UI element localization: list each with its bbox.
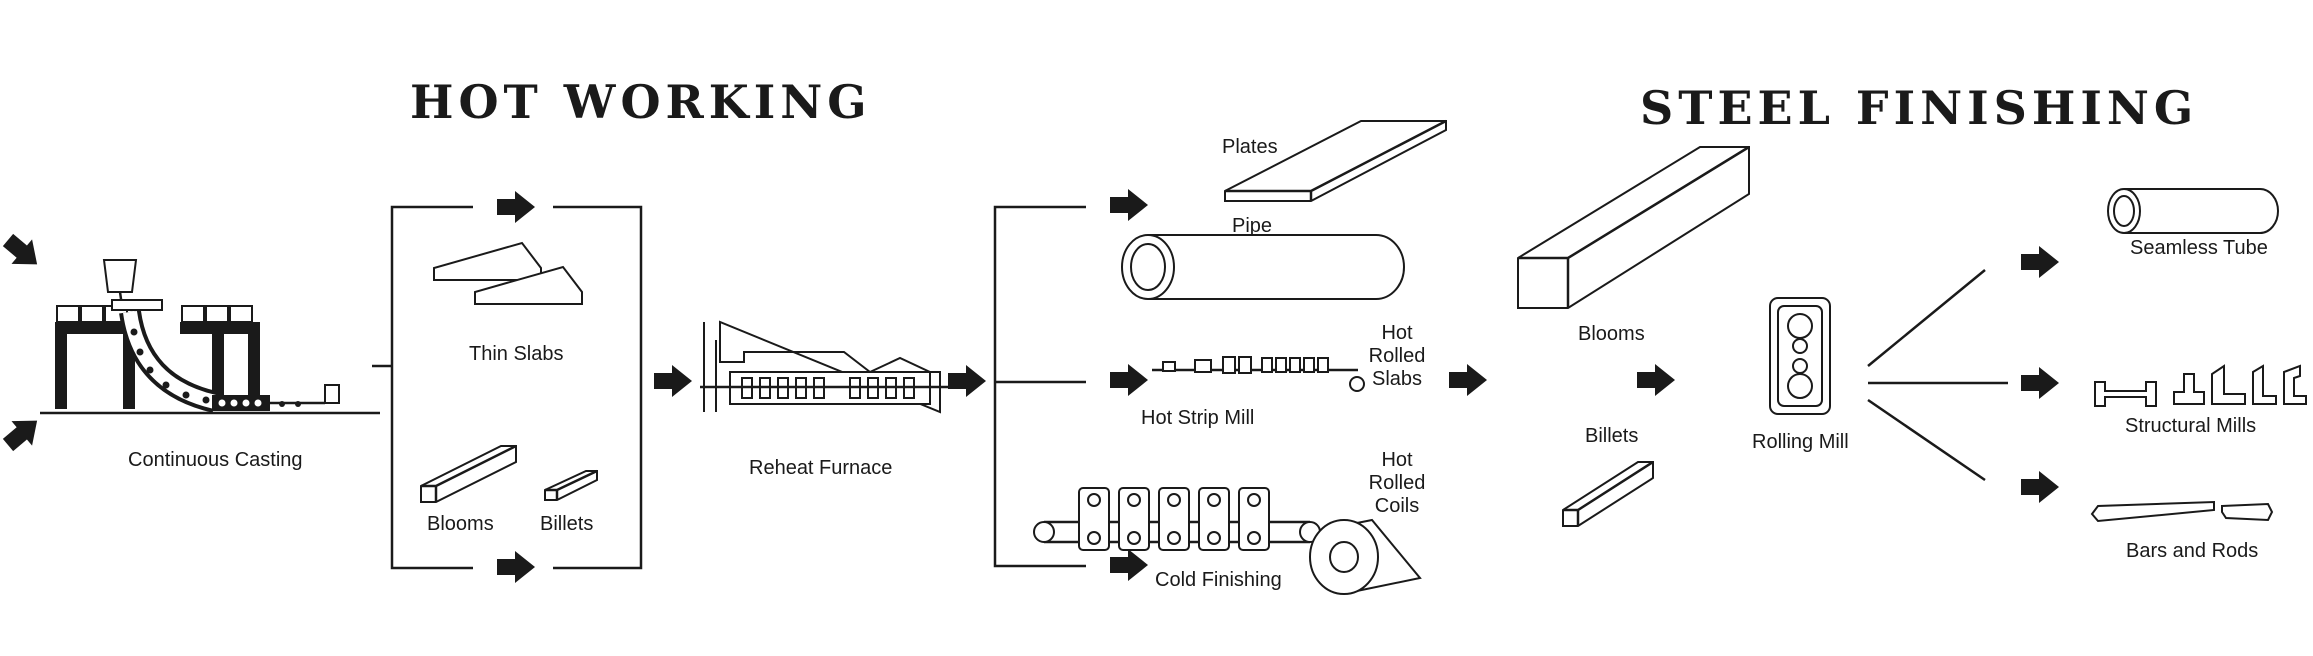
bloom-icon-left — [420, 444, 517, 503]
pipe-icon — [1121, 234, 1405, 300]
arrow-from-reheat-icon — [948, 365, 986, 397]
arrow-bracket-top-icon — [497, 191, 535, 223]
label-blooms-left: Blooms — [427, 513, 494, 535]
label-hot-strip-mill: Hot Strip Mill — [1141, 407, 1254, 429]
steel-coil-icon — [1309, 518, 1422, 595]
label-billets-right: Billets — [1585, 425, 1638, 447]
label-seamless-tube: Seamless Tube — [2130, 237, 2268, 259]
svg-text:Hot: Hot — [1381, 449, 1413, 471]
svg-text:Hot: Hot — [1381, 322, 1413, 344]
label-cold-finishing: Cold Finishing — [1155, 569, 1282, 591]
bracket-rolling-products — [993, 189, 1148, 581]
arrow-to-reheat-icon — [654, 365, 692, 397]
label-hot-rolled-slabs: Hot Rolled Slabs — [1369, 322, 1426, 390]
distribution-lines — [1867, 269, 2008, 482]
label-structural-mills: Structural Mills — [2125, 415, 2256, 437]
title-steel-finishing: STEEL FINISHING — [1640, 81, 2198, 135]
label-hot-rolled-coils: Hot Rolled Coils — [1369, 449, 1426, 517]
input-arrow-top-icon — [0, 227, 48, 277]
bars-rods-icon — [2090, 500, 2274, 523]
arrow-cold-finishing-icon — [1110, 549, 1148, 581]
label-plates: Plates — [1222, 136, 1278, 158]
svg-text:Rolled: Rolled — [1369, 472, 1426, 494]
label-reheat-furnace: Reheat Furnace — [749, 457, 892, 479]
arrow-structural-mills-icon — [2021, 367, 2059, 399]
svg-text:Coils: Coils — [1375, 495, 1419, 517]
structural-shapes-icon — [2094, 364, 2307, 407]
svg-text:Rolled: Rolled — [1369, 345, 1426, 367]
arrow-seamless-tube-icon — [2021, 246, 2059, 278]
billet-icon-right — [1562, 460, 1654, 527]
thin-slabs-icon — [433, 241, 583, 305]
arrow-to-rolling-mill-icon — [1637, 364, 1675, 396]
arrow-to-finishing-icon — [1449, 364, 1487, 396]
arrow-hot-strip-mill-icon — [1110, 364, 1148, 396]
label-pipe: Pipe — [1232, 215, 1272, 237]
rolling-mill-icon — [1769, 297, 1831, 415]
arrow-bracket-bottom-icon — [497, 551, 535, 583]
reheat-furnace-icon — [700, 320, 948, 414]
label-rolling-mill: Rolling Mill — [1752, 431, 1849, 453]
cold-finishing-mill-icon — [1033, 487, 1321, 551]
billet-icon-left — [544, 469, 598, 501]
seamless-tube-icon — [2107, 188, 2279, 234]
continuous-casting-machine-icon — [0, 227, 380, 458]
label-continuous-casting: Continuous Casting — [128, 449, 303, 471]
label-thin-slabs: Thin Slabs — [469, 343, 564, 365]
label-billets-left: Billets — [540, 513, 593, 535]
svg-text:Slabs: Slabs — [1372, 368, 1422, 390]
label-bars-and-rods: Bars and Rods — [2126, 540, 2258, 562]
arrow-bars-rods-icon — [2021, 471, 2059, 503]
title-hot-working: HOT WORKING — [410, 75, 872, 129]
hot-strip-mill-icon — [1152, 356, 1365, 392]
plate-icon — [1224, 119, 1447, 202]
bloom-icon-right — [1517, 145, 1750, 309]
bracket-hot-working-products — [372, 191, 643, 583]
arrow-plates-pipe-icon — [1110, 189, 1148, 221]
label-blooms-right: Blooms — [1578, 323, 1645, 345]
input-arrow-bottom-icon — [0, 408, 48, 458]
